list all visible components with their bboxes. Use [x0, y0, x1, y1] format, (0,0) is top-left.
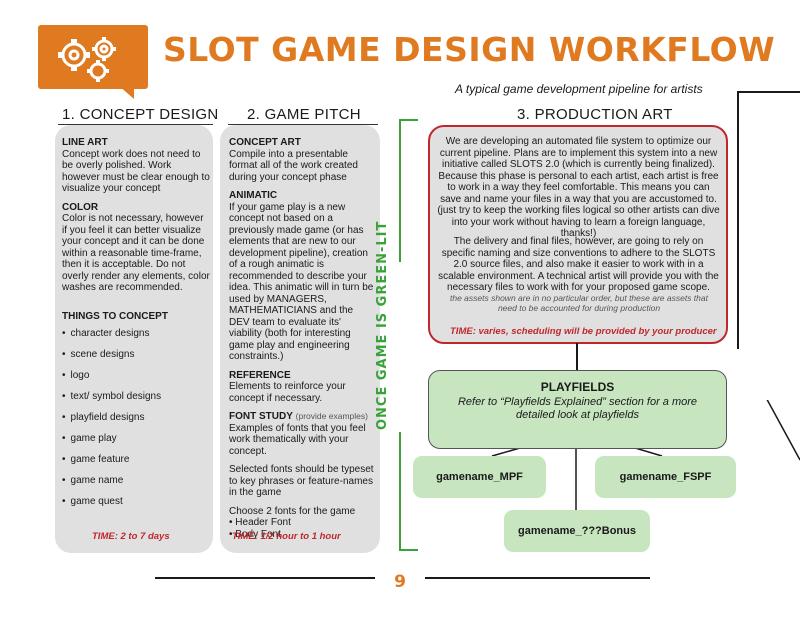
logo-tail [118, 85, 134, 99]
color-title: COLOR [62, 201, 99, 213]
concept-heading: 1. CONCEPT DESIGN [62, 106, 219, 123]
reference-title: REFERENCE [229, 369, 291, 381]
pitch-panel [220, 125, 380, 553]
animatic-title: ANIMATIC [229, 190, 278, 201]
list-item: text/ symbol designs [62, 390, 210, 411]
production-note: the assets shown are in no particular or… [450, 293, 708, 313]
flow-line-top [737, 91, 800, 93]
list-item: game play [62, 432, 210, 453]
font-study-text: Examples of fonts that you feel work the… [229, 422, 366, 457]
production-time: TIME: varies, scheduling will be provide… [450, 326, 717, 337]
pitch-time: TIME: 1/2 hour to 1 hour [232, 531, 341, 542]
font-choose: Choose 2 fonts for the game [229, 505, 356, 517]
things-section: THINGS TO CONCEPT character designs scen… [62, 311, 210, 516]
footer-rule-right [425, 577, 650, 579]
list-item: character designs [62, 327, 210, 348]
line-art-title: LINE ART [62, 137, 108, 148]
production-panel [428, 125, 728, 344]
greenlit-bracket-bottom [399, 549, 418, 551]
list-item: game quest [62, 495, 210, 516]
page-number: 9 [394, 572, 406, 592]
playfield-connectors [491, 400, 800, 510]
greenlit-label-bg [386, 262, 414, 432]
list-item: game feature [62, 453, 210, 474]
font-header-item: • Header Font [229, 517, 291, 528]
font-study-title: FONT STUDY [229, 411, 293, 422]
playfield-node-fspf: gamename_FSPF [595, 456, 736, 498]
list-item: scene designs [62, 348, 210, 369]
production-para-1: We are developing an automated file syst… [437, 136, 720, 239]
concept-content: LINE ART Concept work does not need to b… [62, 137, 210, 301]
greenlit-label: ONCE GAME IS GREEN-LIT [375, 220, 390, 430]
list-item: logo [62, 369, 210, 390]
page-subtitle: A typical game development pipeline for … [455, 82, 703, 96]
playfield-node-bonus: gamename_???Bonus [504, 510, 650, 552]
connector-fspf [634, 447, 663, 457]
concept-art-text: Compile into a presentable format all of… [229, 148, 358, 183]
greenlit-bracket-top [399, 119, 418, 121]
font-study-note: (provide examples) [295, 411, 368, 421]
animatic-text: If your game play is a new concept not b… [229, 201, 374, 363]
playfields-box: PLAYFIELDS Refer to “Playfields Explaine… [428, 370, 727, 449]
pitch-heading-rule [228, 124, 378, 125]
color-text: Color is not necessary, however if you f… [62, 213, 210, 293]
logo-badge [38, 25, 148, 89]
pitch-heading: 2. GAME PITCH [247, 106, 361, 123]
playfields-text: Refer to “Playfields Explained” section … [457, 396, 698, 421]
production-heading: 3. PRODUCTION ART [517, 106, 673, 123]
production-para-2: The delivery and final files, however, a… [438, 236, 719, 293]
font-study-heading: FONT STUDY (provide examples) [229, 411, 376, 423]
concept-art-title: CONCEPT ART [229, 137, 301, 148]
page-title: SLOT GAME DESIGN WORKFLOW [163, 30, 776, 69]
gears-icon [58, 37, 116, 82]
things-title: THINGS TO CONCEPT [62, 311, 168, 322]
font-body-item: • Body Font [229, 528, 281, 540]
concept-time: TIME: 2 to 7 days [92, 531, 170, 542]
connector-offpage [766, 400, 800, 461]
list-item: playfield designs [62, 411, 210, 432]
reference-text: Elements to reinforce your concept if ne… [229, 381, 346, 404]
concept-heading-rule [58, 124, 213, 125]
connector-production-playfields [576, 343, 578, 371]
connector-mpf [491, 447, 521, 457]
pitch-content: CONCEPT ART Compile into a presentable f… [229, 137, 376, 540]
line-art-text: Concept work does not need to be overly … [62, 148, 210, 195]
playfields-title: PLAYFIELDS [540, 380, 615, 394]
footer-rule-left [155, 577, 375, 579]
playfield-node-mpf: gamename_MPF [413, 456, 546, 498]
font-study-text-2: Selected fonts should be typeset to key … [229, 464, 374, 498]
list-item: game name [62, 474, 210, 495]
things-list: character designs scene designs logo tex… [62, 327, 210, 516]
flow-line-right [737, 91, 739, 349]
